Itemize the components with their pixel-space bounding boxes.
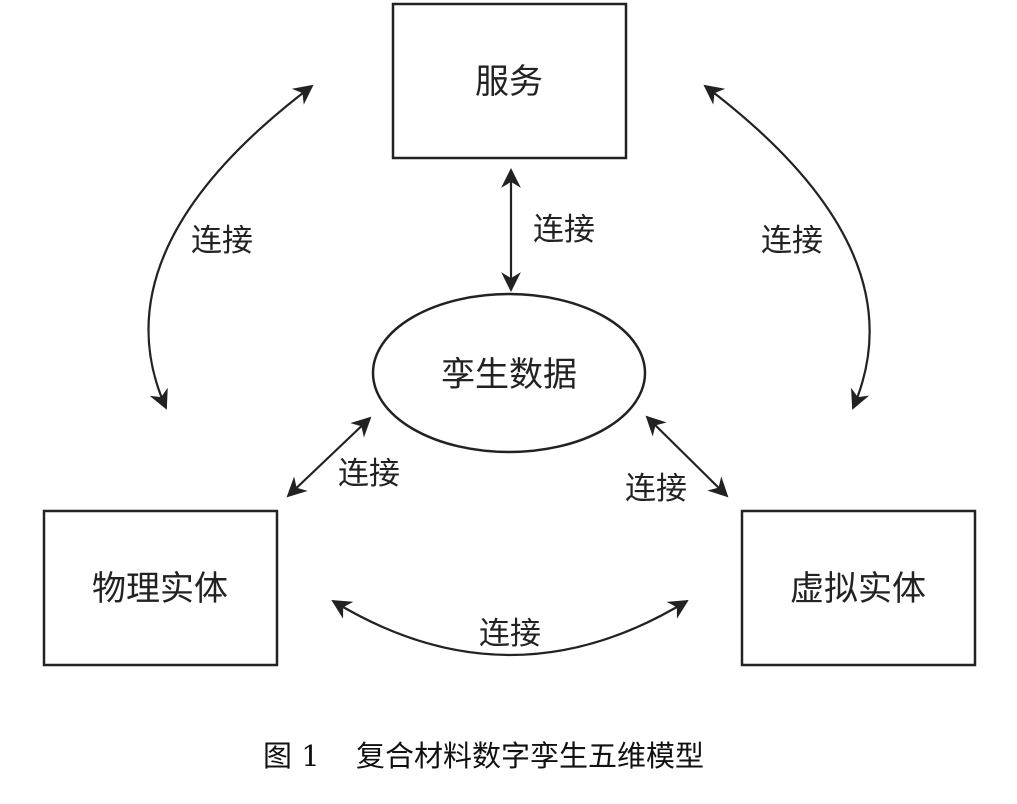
figure-number: 图 1 [263, 739, 320, 773]
edge-twin-virtual [645, 415, 729, 498]
virtual-entity-box [740, 509, 977, 667]
service-box [391, 2, 628, 160]
edge-service-physical [147, 84, 314, 410]
twin-data-label: 孪生数据 [441, 355, 577, 395]
physical-entity-box [42, 509, 279, 667]
edge-label-service-twin: 连接 [533, 212, 595, 248]
physical-entity-label: 物理实体 [92, 569, 228, 609]
virtual-entity-label: 虚拟实体 [790, 569, 926, 609]
edge-physical-virtual [331, 599, 689, 657]
edge-label-physical-virtual: 连接 [479, 616, 541, 652]
edge-label-twin-physical: 连接 [338, 456, 400, 492]
service-label: 服务 [475, 62, 543, 102]
figure-caption-title: 复合材料数字孪生五维模型 [356, 739, 704, 773]
edge-label-twin-virtual: 连接 [625, 471, 687, 507]
edge-label-service-virtual: 连接 [761, 223, 823, 259]
edge-twin-physical [286, 416, 372, 498]
edge-label-service-physical: 连接 [191, 223, 253, 259]
twin-data-ellipse [371, 292, 647, 454]
edge-service-virtual [703, 84, 871, 410]
